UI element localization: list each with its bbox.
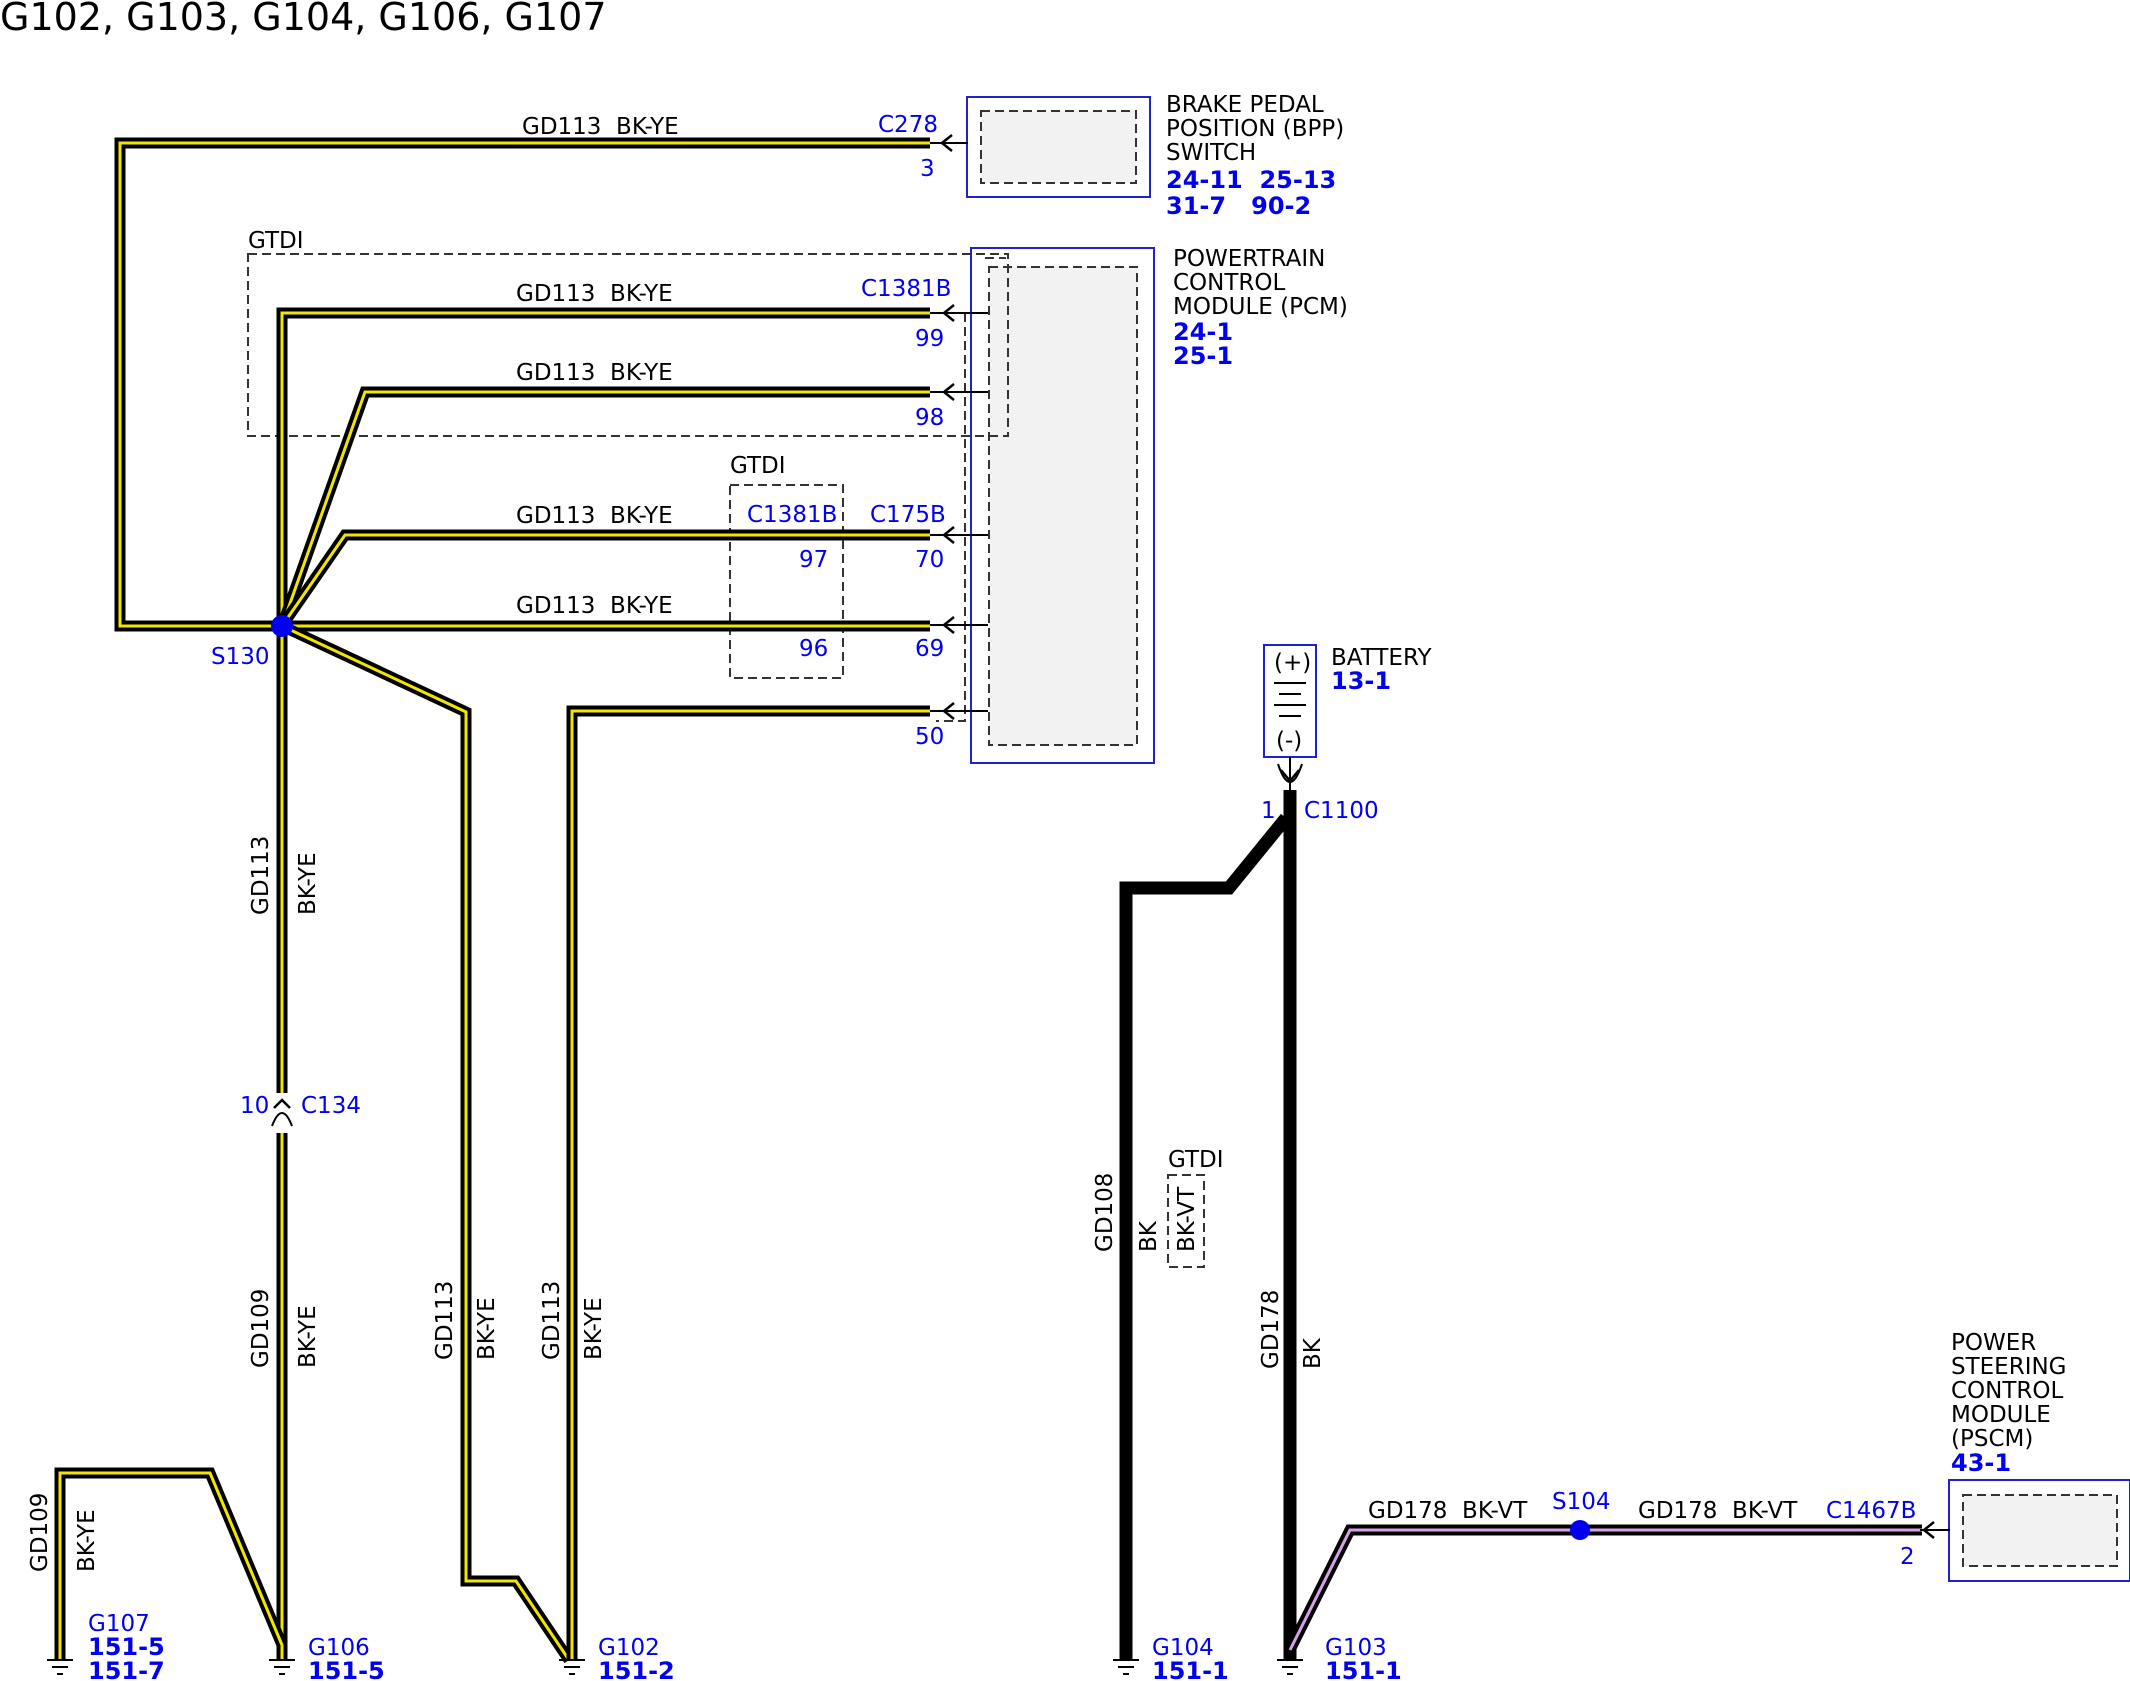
vlabel-g107-circuit: GD109: [27, 1493, 53, 1572]
vlabel-lower-circuit: GD109: [248, 1289, 274, 1368]
pin-99: 99: [915, 326, 944, 352]
gtdi-c1381b-option-box: [729, 484, 844, 679]
ground-g104-ref: 151-1: [1152, 1657, 1229, 1681]
ground-g107-ref-1: 151-5: [88, 1633, 165, 1661]
ground-g104-symbol: [1113, 1659, 1139, 1675]
ground-g103-ref: 151-1: [1325, 1657, 1402, 1681]
ground-g102-label: G102: [598, 1635, 660, 1661]
vlabel-g102-color: BK-YE: [581, 1297, 607, 1360]
pin-98: 98: [915, 405, 944, 431]
diagram-title: G102, G103, G104, G106, G107: [0, 0, 607, 39]
battery-plus: (+): [1274, 650, 1311, 676]
pcm-refs: 24-1 25-1: [1173, 318, 1241, 370]
vlabel-mid-color: BK-YE: [474, 1297, 500, 1360]
ground-g107-symbol: [47, 1659, 73, 1675]
connector-c175b[interactable]: C175B: [870, 502, 946, 528]
splice-s104-dot[interactable]: [1570, 1520, 1590, 1540]
connector-c1381b[interactable]: C1381B: [861, 276, 951, 302]
pin-c1467b-2: 2: [1900, 1544, 1915, 1570]
wire-label-99: GD113 BK-YE: [516, 281, 673, 307]
vlabel-g103-color: BK: [1300, 1337, 1326, 1369]
vlabel-upper-circuit: GD113: [248, 836, 274, 915]
battery-name: BATTERY: [1331, 645, 1432, 671]
bpp-refs: 24-11 25-13 31-7 90-2: [1166, 166, 1345, 220]
gtdi-gd108-label: GTDI: [1168, 1147, 1224, 1173]
wire-gd113-70[interactable]: [277, 529, 930, 630]
wire-gd113-50-pcm[interactable]: [566, 705, 930, 1660]
pin-c278-3: 3: [920, 156, 935, 182]
wire-label-pscm-left: GD178 BK-VT: [1368, 1498, 1528, 1524]
vlabel-upper-color: BK-YE: [295, 852, 321, 915]
ground-g106-symbol: [269, 1659, 295, 1675]
pin-70: 70: [915, 547, 944, 573]
ground-g107-ref-2: 151-7: [88, 1657, 165, 1681]
pin-97: 97: [799, 547, 828, 573]
splice-s130-label: S130: [211, 644, 270, 670]
pin-c134-10: 10: [240, 1093, 269, 1119]
gtdi-gd108-option-box: [1167, 1174, 1205, 1268]
wire-gd113-bpp[interactable]: [114, 137, 930, 632]
ground-g103-label: G103: [1325, 1635, 1387, 1661]
wire-label-69: GD113 BK-YE: [516, 593, 673, 619]
pin-50: 50: [915, 724, 944, 750]
wire-gd113-99[interactable]: [276, 307, 930, 626]
ground-symbols: [47, 1659, 1303, 1675]
wire-gd178-g103-pscm[interactable]: [1285, 1524, 1922, 1653]
pin-96: 96: [799, 636, 828, 662]
wire-label-70: GD113 BK-YE: [516, 503, 673, 529]
vlabel-g104-alt-color: BK-VT: [1174, 1186, 1200, 1252]
pin-c1100-1: 1: [1261, 798, 1276, 824]
vlabel-g107-color: BK-YE: [74, 1509, 100, 1572]
battery-minus: (-): [1276, 728, 1302, 754]
ground-g102-symbol: [559, 1659, 585, 1675]
gtdi-c1381b-label: GTDI: [730, 453, 786, 479]
ground-g107-label: G107: [88, 1611, 150, 1637]
pcm-box[interactable]: [970, 247, 1155, 764]
wire-gd113-50-g102[interactable]: [279, 621, 574, 1664]
connector-c1467b[interactable]: C1467B: [1826, 1498, 1916, 1524]
battery-symbol[interactable]: [1263, 644, 1317, 790]
pscm-box[interactable]: [1948, 1479, 2130, 1582]
ground-g103-symbol: [1277, 1659, 1303, 1675]
battery-ref: 13-1: [1331, 667, 1391, 695]
wire-label-bpp: GD113 BK-YE: [522, 114, 679, 140]
ground-g106-label: G106: [308, 1635, 370, 1661]
wire-label-98: GD113 BK-YE: [516, 360, 673, 386]
pcm-name: POWERTRAIN CONTROL MODULE (PCM): [1173, 246, 1348, 320]
ground-g102-ref: 151-2: [598, 1657, 675, 1681]
vlabel-g102-circuit: GD113: [539, 1281, 565, 1360]
vlabel-g104-color: BK: [1136, 1220, 1162, 1252]
connector-c1100[interactable]: C1100: [1304, 798, 1379, 824]
gtdi-pcm-label: GTDI: [248, 228, 304, 254]
wire-gd109-g107[interactable]: [54, 1467, 288, 1660]
vlabel-mid-circuit: GD113: [432, 1281, 458, 1360]
vlabel-lower-color: BK-YE: [295, 1305, 321, 1368]
ground-g104-label: G104: [1152, 1635, 1214, 1661]
gtdi-pcm-option-box: [247, 253, 1009, 437]
connector-c134[interactable]: C134: [301, 1093, 361, 1119]
connector-arrows: [271, 134, 1950, 1539]
pscm-ref: 43-1: [1951, 1449, 2011, 1477]
wire-gd113-98[interactable]: [276, 386, 930, 628]
vlabel-g104-circuit: GD108: [1092, 1173, 1118, 1252]
connector-c1381b-alt[interactable]: C1381B: [747, 502, 837, 528]
splice-s130-dot[interactable]: [271, 615, 293, 637]
wire-layer: [54, 137, 1922, 1664]
ground-g106-ref: 151-5: [308, 1657, 385, 1681]
splice-s104-label: S104: [1552, 1489, 1611, 1515]
pin-69: 69: [915, 636, 944, 662]
connector-c278[interactable]: C278: [878, 112, 938, 138]
wire-gd108-g104[interactable]: [1119, 813, 1292, 1660]
bpp-name: BRAKE PEDAL POSITION (BPP) SWITCH: [1166, 92, 1352, 166]
wire-label-pscm-right: GD178 BK-VT: [1638, 1498, 1798, 1524]
pscm-name: POWER STEERING CONTROL MODULE (PSCM): [1951, 1330, 2074, 1452]
bpp-switch-box[interactable]: [966, 96, 1151, 198]
pcm-internal-dashed-lines: [936, 257, 1006, 722]
vlabel-g103-circuit: GD178: [1258, 1290, 1284, 1369]
